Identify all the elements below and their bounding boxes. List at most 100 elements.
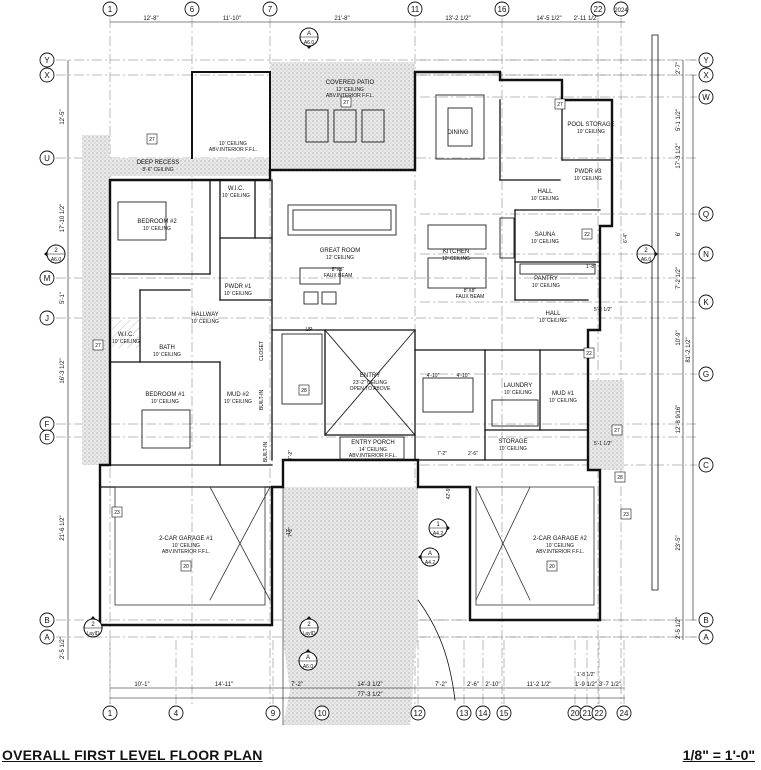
grid-bubble [262,1,278,17]
room-name: PWDR #1 [225,284,252,290]
dimension-text: 7'-2 1/2" [676,267,682,289]
grid-bubble [168,705,184,721]
patio-chair [333,109,357,143]
patio-chair [305,109,329,143]
grid-bubble-label: Y [703,56,709,65]
grid-bubble [698,206,714,222]
dining-table-inner [447,107,473,147]
room-name: DINING [448,130,469,136]
drawing-scale: 1/8" = 1'-0" [682,747,755,763]
grid-bubble-label: 15 [500,709,509,718]
section-sheet: A6.0 [304,40,315,46]
grid-bubble-label: G [703,370,709,379]
room-ceiling-note: ABV.INTERIOR F.F.L. [209,147,257,153]
grid-bubble [102,705,118,721]
finish-tag-label: 27 [149,137,155,143]
section-callout: 2A6.0 [636,244,658,264]
finish-tag [611,424,623,436]
room-ceiling-note: 10' CEILING [224,399,252,405]
dimension-total-text: 81'-2 1/2" [686,337,692,362]
room-ceiling-note: 10' CEILING [532,283,560,289]
dimension-text: 17'-10 1/2" [60,204,66,233]
room-name: BEDROOM #2 [137,219,177,225]
dimension-text: 14'-3 1/2" [357,682,382,688]
dimension-text: 1'-9 1/2" [575,682,597,688]
room-ceiling-note: ABV.INTERIOR F.F.L. [536,549,584,555]
room-name: HALLWAY [191,312,219,318]
garage-door-1 [114,486,266,606]
grid-bubble-label: X [44,71,50,80]
room-ceiling-note: ABV.INTERIOR F.F.L. [349,453,397,459]
laundry-counter [491,399,539,427]
section-callout: AA4.2 [418,547,440,567]
bed-1 [141,409,191,449]
grid-bubble [456,705,472,721]
room-name: KITCHEN [443,249,469,255]
grid-bubble [698,89,714,105]
room-ceiling-note: 10' CEILING [499,446,527,452]
grid-bubble [39,310,55,326]
plan-annotation: BUILT-IN [259,390,265,411]
deep-recess-strip-fill [110,158,270,176]
grid-bubble [39,629,55,645]
dimension-text: 14'-5 1/2" [536,16,561,22]
dimension-text: 5'-1" [60,292,66,304]
grid-bubble [590,1,606,17]
room-ceiling-note: 10' CEILING [151,399,179,405]
room-name: BEDROOM #1 [145,392,185,398]
room-ceiling-note: 23'-2" CEILING [353,380,387,386]
room-ceiling-note: ABV.INTERIOR F.F.L. [326,93,374,99]
section-number: 2 [91,622,95,628]
grid-bubble-label: W [702,93,710,102]
dimension-text: 21'-6 1/2" [60,515,66,540]
grid-bubble [494,1,510,17]
finish-tag-label: 23 [623,512,629,518]
dimension-text: 7'-2" [435,682,447,688]
room-name: MUD #1 [552,391,575,397]
great-room-table [299,267,341,285]
garage-door-2 [475,486,595,606]
room-name: LAUNDRY [504,383,533,389]
grid-bubble-label: 2024 [614,8,628,14]
dimension-text: 10'-1" [134,682,149,688]
section-number: 2 [54,248,58,254]
plan-annotation: 6'-4" [623,233,629,243]
dimension-text: 16'-3 1/2" [60,358,66,383]
room-ceiling-note: 10' CEILING [172,543,200,549]
entry-cross [324,329,416,436]
section-sheet: LayID [302,631,315,637]
grid-bubble [39,612,55,628]
room-name: POOL STORAGE [567,122,614,128]
dimension-text: 6' [676,232,682,236]
finish-tag-label: 22 [586,351,592,357]
grid-bubble-label: F [45,420,50,429]
grid-bubble [496,705,512,721]
dimension-text: 13'-2 1/2" [445,16,470,22]
room-name: ENTRY PORCH [351,440,394,446]
pantry-shelf [519,263,596,275]
finish-tag-label: 28 [617,475,623,481]
property-line [651,34,659,591]
grid-bubble [39,429,55,445]
room-name: PWDR #3 [575,169,602,175]
grid-bubble [698,629,714,645]
dimension-text: 14'-11" [215,682,233,688]
dimension-layer: 12'-8"11'-10"21'-8"13'-2 1/2"14'-5 1/2"2… [60,16,694,699]
plan-annotation: 2'-6" [468,451,478,457]
grid-bubble-label: 14 [479,709,488,718]
driveway-fill [283,487,418,725]
plan-annotation: CLOSET [259,341,265,361]
plan-annotation: 7'-2" [437,451,447,457]
grid-bubble [39,67,55,83]
beam-size: 8"X8" [332,267,345,273]
dimension-text: 23'-5" [676,535,682,550]
grid-bubble-label: 13 [460,709,469,718]
room-ceiling-note: 10' CEILING [531,196,559,202]
room-name: W.I.C. [118,332,135,338]
grid-bubble-label: B [703,616,708,625]
garage-door-1-cross [209,486,271,601]
dimension-text: 2'-10" [485,682,500,688]
grid-bubble-label: X [703,71,709,80]
